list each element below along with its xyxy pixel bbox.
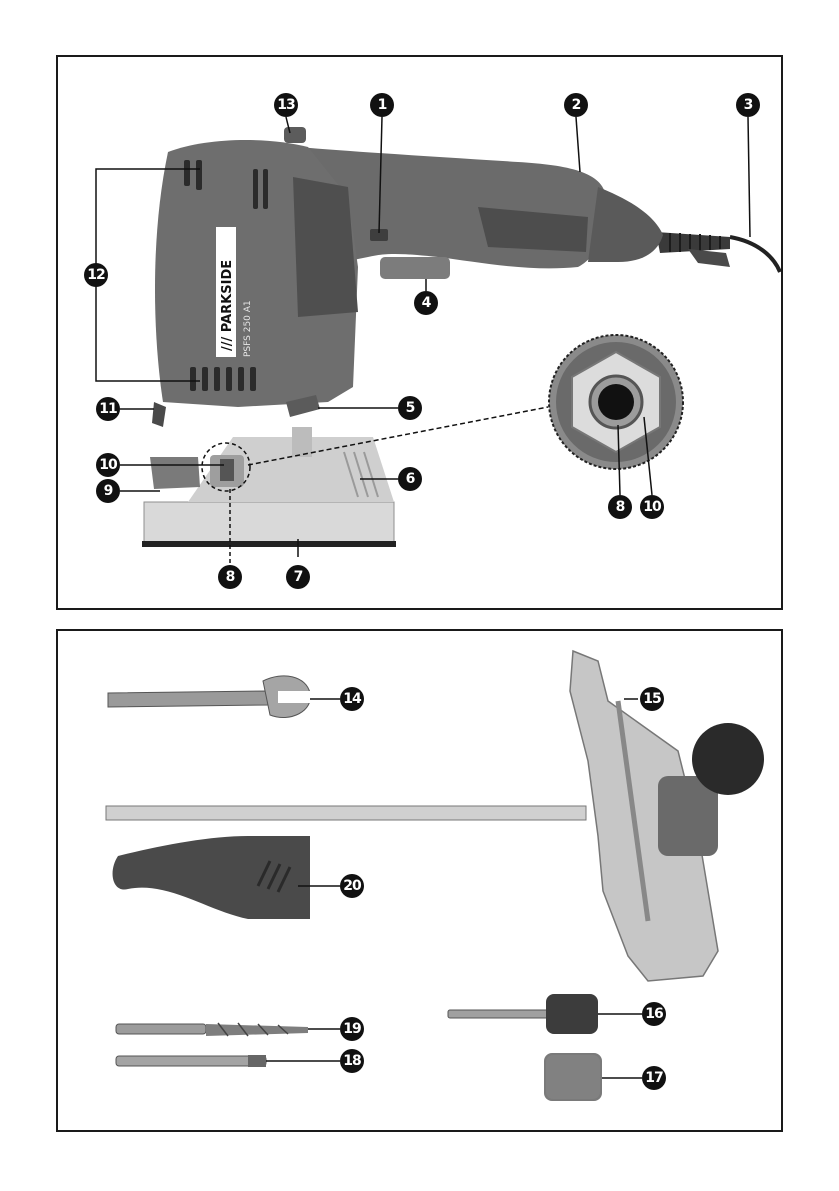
zoom-detail <box>549 335 683 495</box>
callout-17: 17 <box>642 1066 666 1090</box>
callout-7: 7 <box>286 565 310 589</box>
side-panel <box>293 177 358 317</box>
accessories-illustration <box>58 631 781 1130</box>
sanding-sleeve <box>544 1053 642 1101</box>
callout-10-detail: 10 <box>640 495 664 519</box>
callout-8: 8 <box>218 565 242 589</box>
callout-12: 12 <box>84 263 108 287</box>
blade-holder-nut <box>220 459 234 481</box>
callout-3: 3 <box>736 93 760 117</box>
dust-adapter <box>113 836 340 919</box>
callout-13: 13 <box>274 93 298 117</box>
callout-5: 5 <box>398 396 422 420</box>
callout-20: 20 <box>340 874 364 898</box>
front-light <box>152 402 166 427</box>
cord-clip <box>688 249 730 267</box>
guide-knob <box>692 723 764 795</box>
figure-panel-tool: /// PARKSIDE PSFS 250 A1 <box>56 55 783 610</box>
chip-guard <box>150 457 200 489</box>
bevel-bracket <box>292 427 312 457</box>
trigger-switch <box>380 257 450 279</box>
wrench <box>108 676 340 718</box>
callout-1: 1 <box>370 93 394 117</box>
callout-6: 6 <box>398 467 422 491</box>
base-plate <box>144 502 394 545</box>
drill-bit <box>116 1023 340 1036</box>
base-plate-sole <box>142 541 396 547</box>
speed-wheel <box>284 127 306 143</box>
callout-9: 9 <box>96 479 120 503</box>
callout-10: 10 <box>96 453 120 477</box>
callout-19: 19 <box>340 1017 364 1041</box>
callout-16: 16 <box>642 1002 666 1026</box>
callout-18: 18 <box>340 1049 364 1073</box>
router-bit <box>116 1055 340 1067</box>
callout-11: 11 <box>96 397 120 421</box>
callout-4: 4 <box>414 291 438 315</box>
sanding-drum <box>448 994 642 1034</box>
model-text: PSFS 250 A1 <box>243 300 253 357</box>
power-cord <box>730 237 780 272</box>
callout-14: 14 <box>340 687 364 711</box>
jigsaw-illustration: /// PARKSIDE PSFS 250 A1 <box>58 57 781 608</box>
blade-bore <box>598 384 634 420</box>
handle-tail <box>588 187 663 262</box>
callout-15: 15 <box>640 687 664 711</box>
callout-8-detail: 8 <box>608 495 632 519</box>
figure-panel-accessories: 14 15 20 16 19 18 17 <box>56 629 783 1132</box>
brand-text: /// PARKSIDE <box>220 260 235 351</box>
callout-2: 2 <box>564 93 588 117</box>
